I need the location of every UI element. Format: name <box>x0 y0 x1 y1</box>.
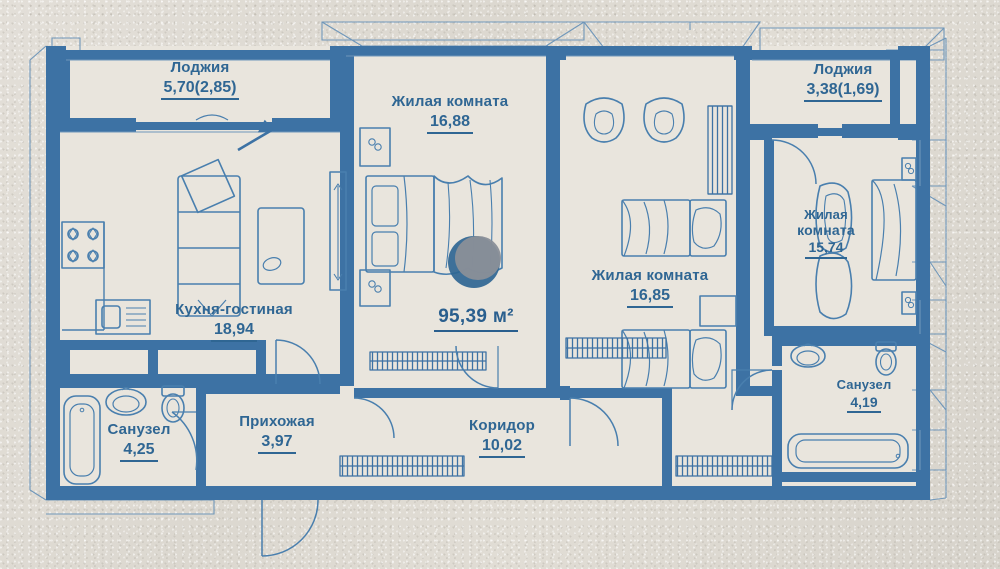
sofa-icon <box>177 158 241 317</box>
wardrobe-icon <box>359 127 391 167</box>
door-bathroom-right <box>731 369 773 411</box>
walls <box>46 46 930 500</box>
radiator-icon-corridor-2 <box>675 455 773 477</box>
armchair-icon-a <box>583 97 625 143</box>
coffee-table-icon <box>257 207 305 285</box>
toilet-icon-right <box>875 341 897 376</box>
bed-icon-mid <box>621 199 727 257</box>
door-top-room <box>455 345 499 389</box>
wardrobe-icon-lower <box>359 269 391 307</box>
armchair-icon-b <box>643 97 685 143</box>
nightstand-icon <box>699 295 737 327</box>
bed-icon-right <box>815 179 917 320</box>
toilet-icon-left <box>161 385 185 423</box>
bathtub-icon-left <box>63 395 101 485</box>
radiator-icon-corridor <box>339 455 465 477</box>
armchair-icon <box>195 114 229 121</box>
wall-hook-icon-a <box>901 157 917 181</box>
washbasin-icon-left <box>105 386 147 416</box>
location-marker[interactable] <box>448 236 501 288</box>
radiator-icon-mid <box>565 337 667 359</box>
wall-hook-icon-b <box>901 291 917 315</box>
door-right-room <box>771 139 817 185</box>
door-mid-room <box>569 397 619 447</box>
door-entrance <box>261 499 319 557</box>
stove-icon <box>61 221 105 269</box>
window-openings <box>60 55 921 470</box>
door-bathroom-left <box>171 411 198 471</box>
radiator-icon-top <box>369 351 487 371</box>
washbasin-icon-right <box>790 343 826 368</box>
balcony-door-arrow <box>237 119 275 152</box>
door-kitchen <box>275 339 321 385</box>
bookshelf-icon <box>707 105 733 195</box>
sink-icon <box>95 299 151 335</box>
tall-cabinet-icon <box>329 171 347 291</box>
door-hallway <box>353 397 395 439</box>
doors <box>171 139 817 557</box>
bathtub-icon-right <box>787 433 909 469</box>
